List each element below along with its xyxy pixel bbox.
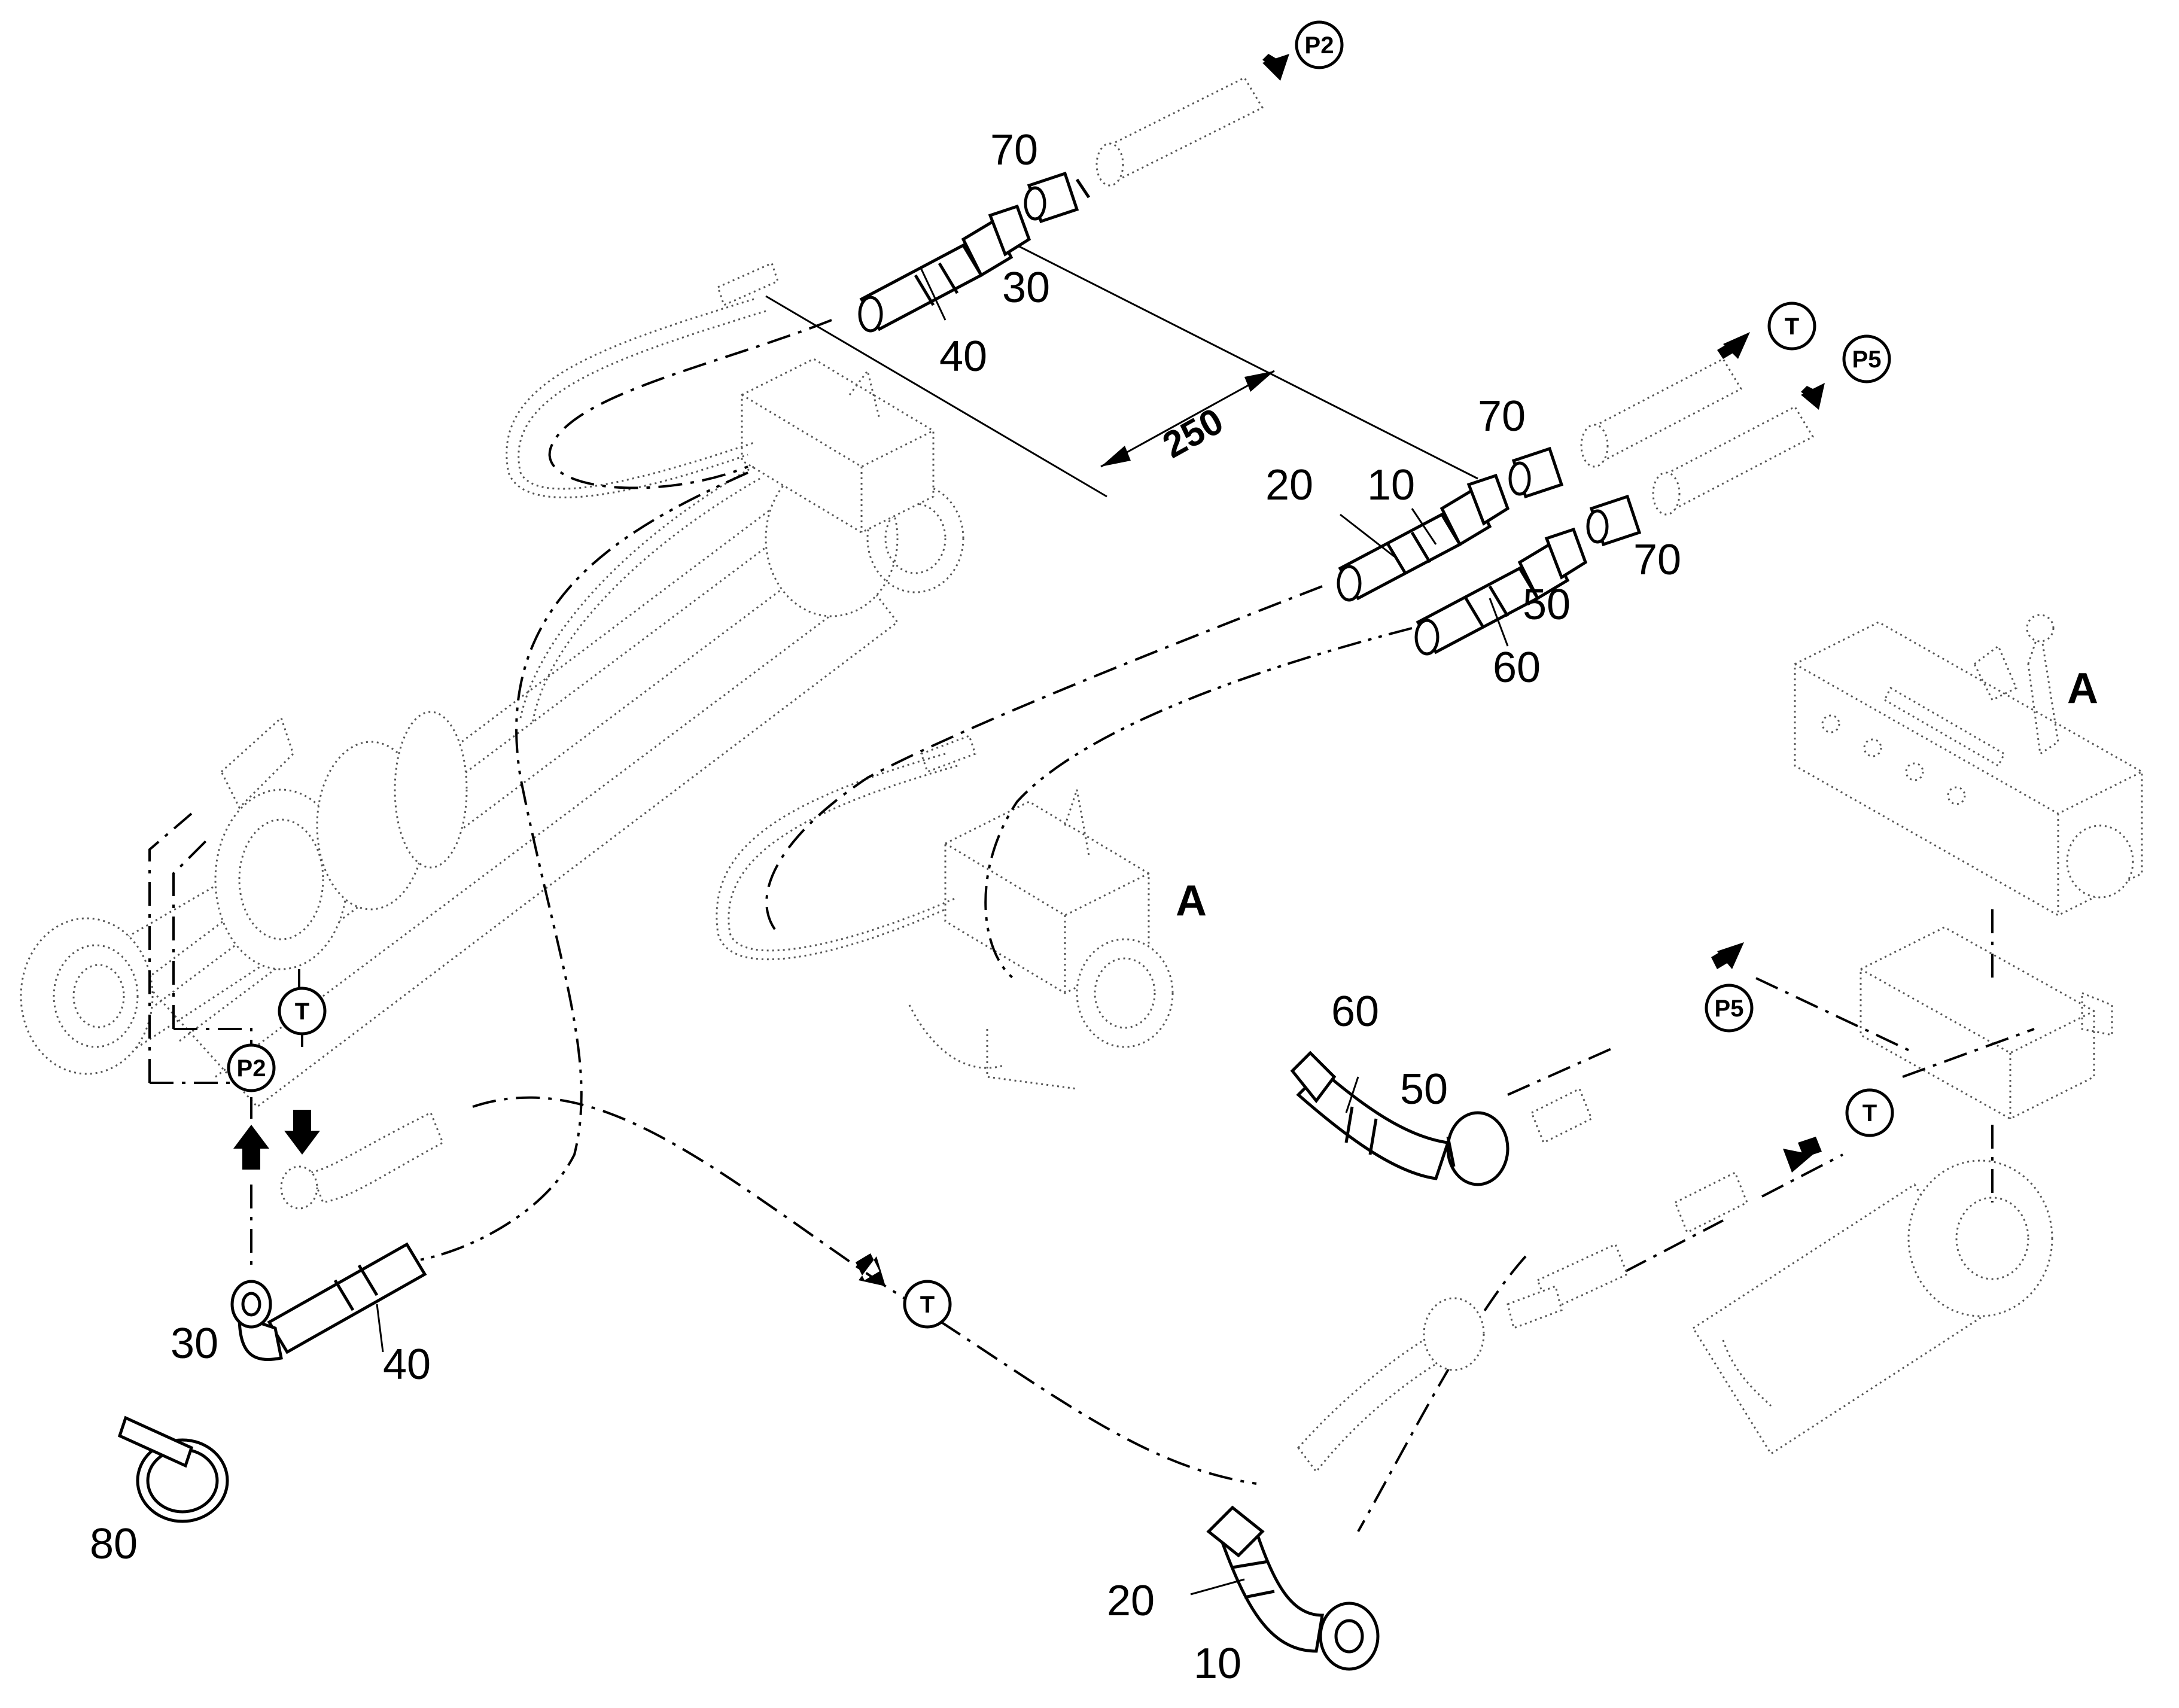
cable-tie-80 — [117, 1415, 229, 1523]
callout-50-middle: 50 — [1400, 1065, 1448, 1113]
callout-70-right-upper: 70 — [1478, 392, 1526, 440]
callout-60-middle: 60 — [1331, 988, 1379, 1036]
svg-text:T: T — [295, 998, 309, 1025]
callout-20-right: 20 — [1265, 461, 1313, 509]
port-t-top: T — [1767, 302, 1816, 351]
callout-40-lower: 40 — [383, 1341, 431, 1389]
callout-30-lower: 30 — [171, 1320, 218, 1368]
flow-arrows — [233, 54, 1825, 1286]
fitting-p5-adapter — [1530, 1087, 1593, 1144]
dimension-250-label: 250 — [1156, 400, 1230, 467]
port-t-left: T — [278, 987, 327, 1036]
hose-20-10-lower — [1206, 1505, 1380, 1671]
hydraulic-cylinder-ghost — [20, 261, 964, 1109]
callout-40-top: 40 — [939, 333, 987, 380]
ghost-hose-p2 — [1095, 77, 1264, 187]
hose-40-30-lower — [230, 1111, 444, 1361]
fitting-70-top — [1024, 171, 1091, 224]
svg-text:T: T — [920, 1292, 935, 1318]
fitting-70-right-upper — [1508, 446, 1564, 499]
callout-80: 80 — [90, 1520, 138, 1568]
hose-40-30-top — [858, 204, 1031, 333]
callout-30-top: 30 — [1002, 264, 1050, 312]
port-t-right: T — [1845, 1088, 1894, 1137]
view-label-a-detail: A — [2067, 665, 2098, 713]
svg-text:T: T — [1785, 313, 1799, 340]
callout-60-right: 60 — [1493, 644, 1541, 692]
hose-60-50-bent — [1290, 1051, 1510, 1186]
valve-block-a-detail — [1691, 614, 2143, 1456]
port-p5-top: P5 — [1842, 334, 1891, 383]
callout-10-lower: 10 — [1194, 1640, 1241, 1688]
port-p2-left: P2 — [227, 1043, 276, 1092]
svg-text:P2: P2 — [1305, 32, 1334, 59]
ghost-hoses-t-p5 — [1580, 358, 1815, 516]
hose-routing-lines — [148, 319, 2035, 1532]
svg-text:P5: P5 — [1715, 995, 1744, 1022]
callout-70-right-lower: 70 — [1633, 536, 1681, 584]
callout-20-lower: 20 — [1107, 1577, 1155, 1625]
svg-text:P2: P2 — [237, 1055, 266, 1082]
callout-leaders — [376, 269, 1509, 1596]
callout-10-right: 10 — [1367, 461, 1415, 509]
callout-50-right: 50 — [1523, 581, 1571, 629]
port-p5-right: P5 — [1705, 984, 1754, 1033]
view-label-a-middle: A — [1176, 877, 1207, 925]
valve-block-a-ghost — [716, 735, 1174, 1090]
ghost-adapters-lower — [1297, 1171, 1748, 1473]
svg-text:P5: P5 — [1852, 346, 1882, 373]
hose-20-10-right — [1337, 473, 1510, 602]
port-t-lower: T — [903, 1280, 952, 1329]
fitting-70-right-lower — [1586, 494, 1642, 547]
hose-60-50-right — [1414, 527, 1588, 656]
svg-text:T: T — [1863, 1100, 1877, 1127]
callout-70-top: 70 — [990, 126, 1038, 174]
port-p2-top: P2 — [1295, 20, 1344, 69]
